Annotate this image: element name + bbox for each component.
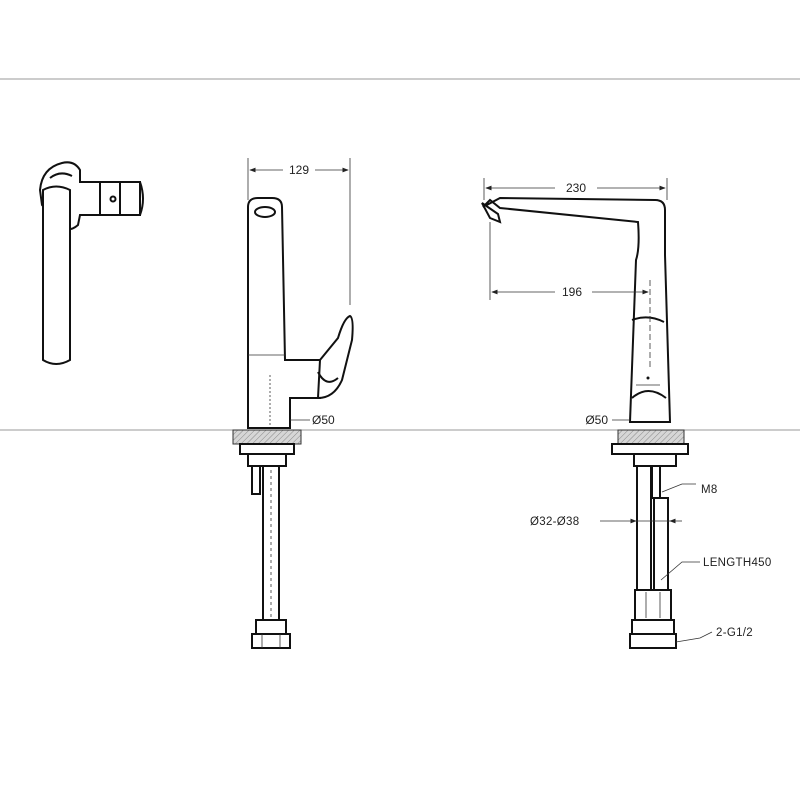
- front-dim-bolt: M8: [701, 484, 718, 496]
- front-dim-hole-group: Ø32-Ø38: [530, 516, 682, 528]
- side-dim-base-group: Ø50: [290, 413, 335, 427]
- front-dim-spout-group: 196: [489, 222, 651, 370]
- front-dim-hose-group: LENGTH450: [660, 557, 772, 581]
- top-view: [38, 161, 144, 365]
- side-dim-width: 129: [289, 163, 309, 177]
- front-view: [481, 196, 689, 649]
- front-dim-base-group: Ø50: [585, 413, 630, 427]
- front-dim-hole: Ø32-Ø38: [530, 516, 579, 528]
- front-dim-bolt-group: M8: [661, 483, 718, 496]
- front-dim-base: Ø50: [585, 413, 608, 427]
- front-dim-thread: 2-G1/2: [716, 627, 753, 639]
- side-dim-width-group: 129: [247, 158, 351, 305]
- front-dim-spout: 196: [562, 285, 582, 299]
- front-dim-reach-group: 230: [483, 178, 668, 200]
- front-dim-hose: LENGTH450: [703, 557, 772, 569]
- side-dim-base: Ø50: [312, 413, 335, 427]
- side-view: [232, 197, 354, 649]
- front-dim-thread-group: 2-G1/2: [675, 627, 753, 643]
- front-dim-reach: 230: [566, 181, 586, 195]
